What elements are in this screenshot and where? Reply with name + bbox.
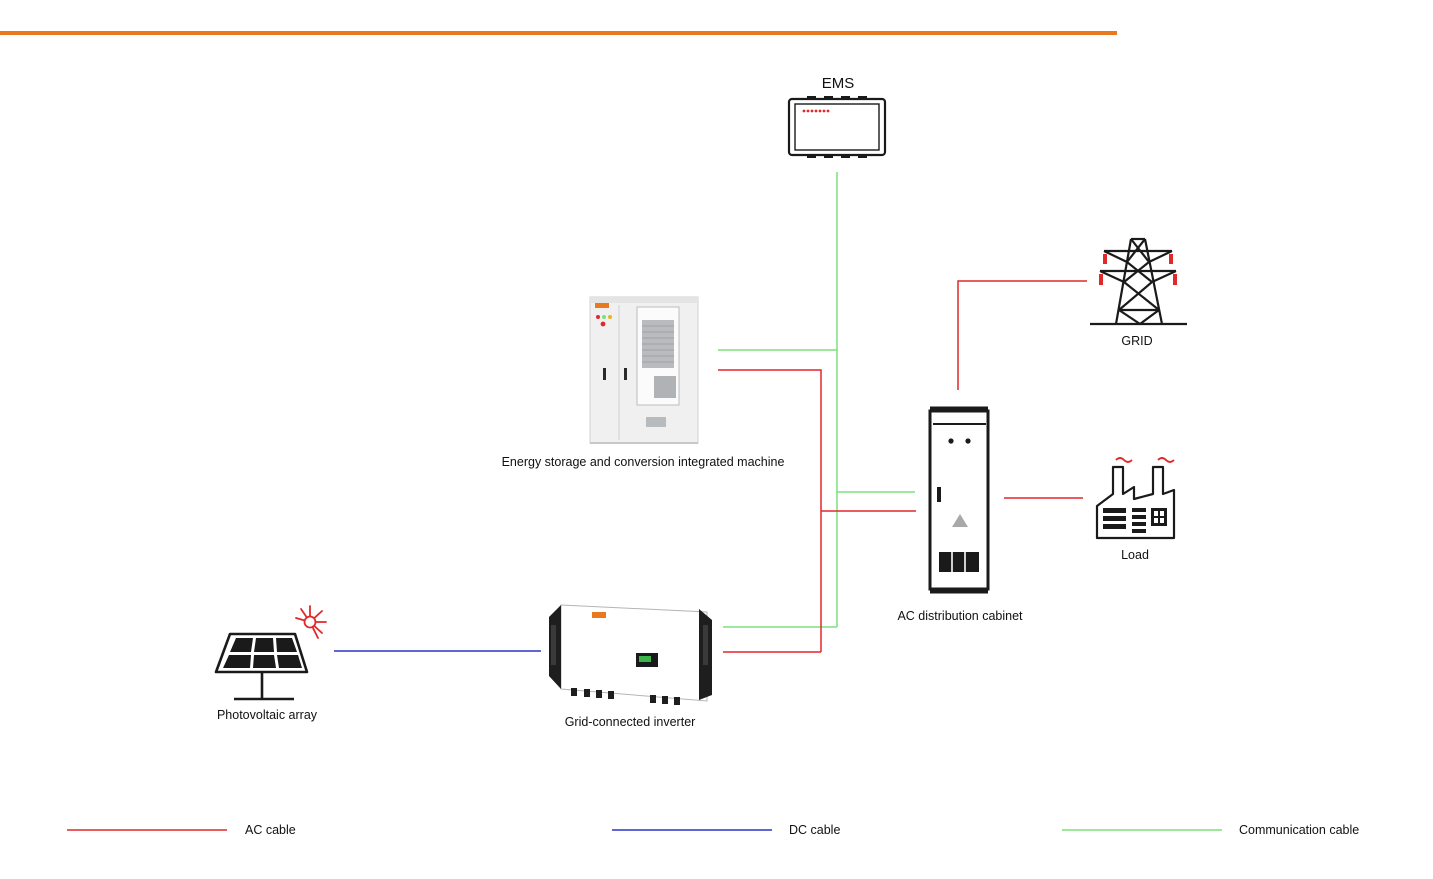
- legend-comm-label: Communication cable: [1239, 823, 1360, 837]
- factory-icon: [1095, 457, 1176, 540]
- inverter-label: Grid-connected inverter: [564, 715, 696, 729]
- pv-array-label: Photovoltaic array: [216, 708, 318, 722]
- transmission-tower-icon: [1090, 237, 1187, 326]
- grid-label: GRID: [1121, 334, 1153, 348]
- ac-cable-grid: [957, 280, 1087, 390]
- ac-distribution-cabinet-icon: [928, 406, 990, 594]
- ac-cabinet-label: AC distribution cabinet: [897, 609, 1023, 623]
- ems-controller-icon: [787, 96, 887, 158]
- energy-storage-cabinet-icon: [589, 296, 699, 444]
- ems-label: EMS: [821, 75, 855, 92]
- ac-cable-energy-storage: [718, 369, 822, 652]
- communication-cables: [718, 172, 915, 628]
- energy-storage-label: Energy storage and conversion integrated…: [501, 455, 785, 469]
- legend-ac-label: AC cable: [245, 823, 296, 837]
- load-label: Load: [1121, 548, 1149, 562]
- solar-panel-icon: [214, 605, 327, 701]
- ac-cables: [718, 280, 1087, 653]
- legend-dc-label: DC cable: [789, 823, 841, 837]
- inverter-icon: [549, 604, 712, 705]
